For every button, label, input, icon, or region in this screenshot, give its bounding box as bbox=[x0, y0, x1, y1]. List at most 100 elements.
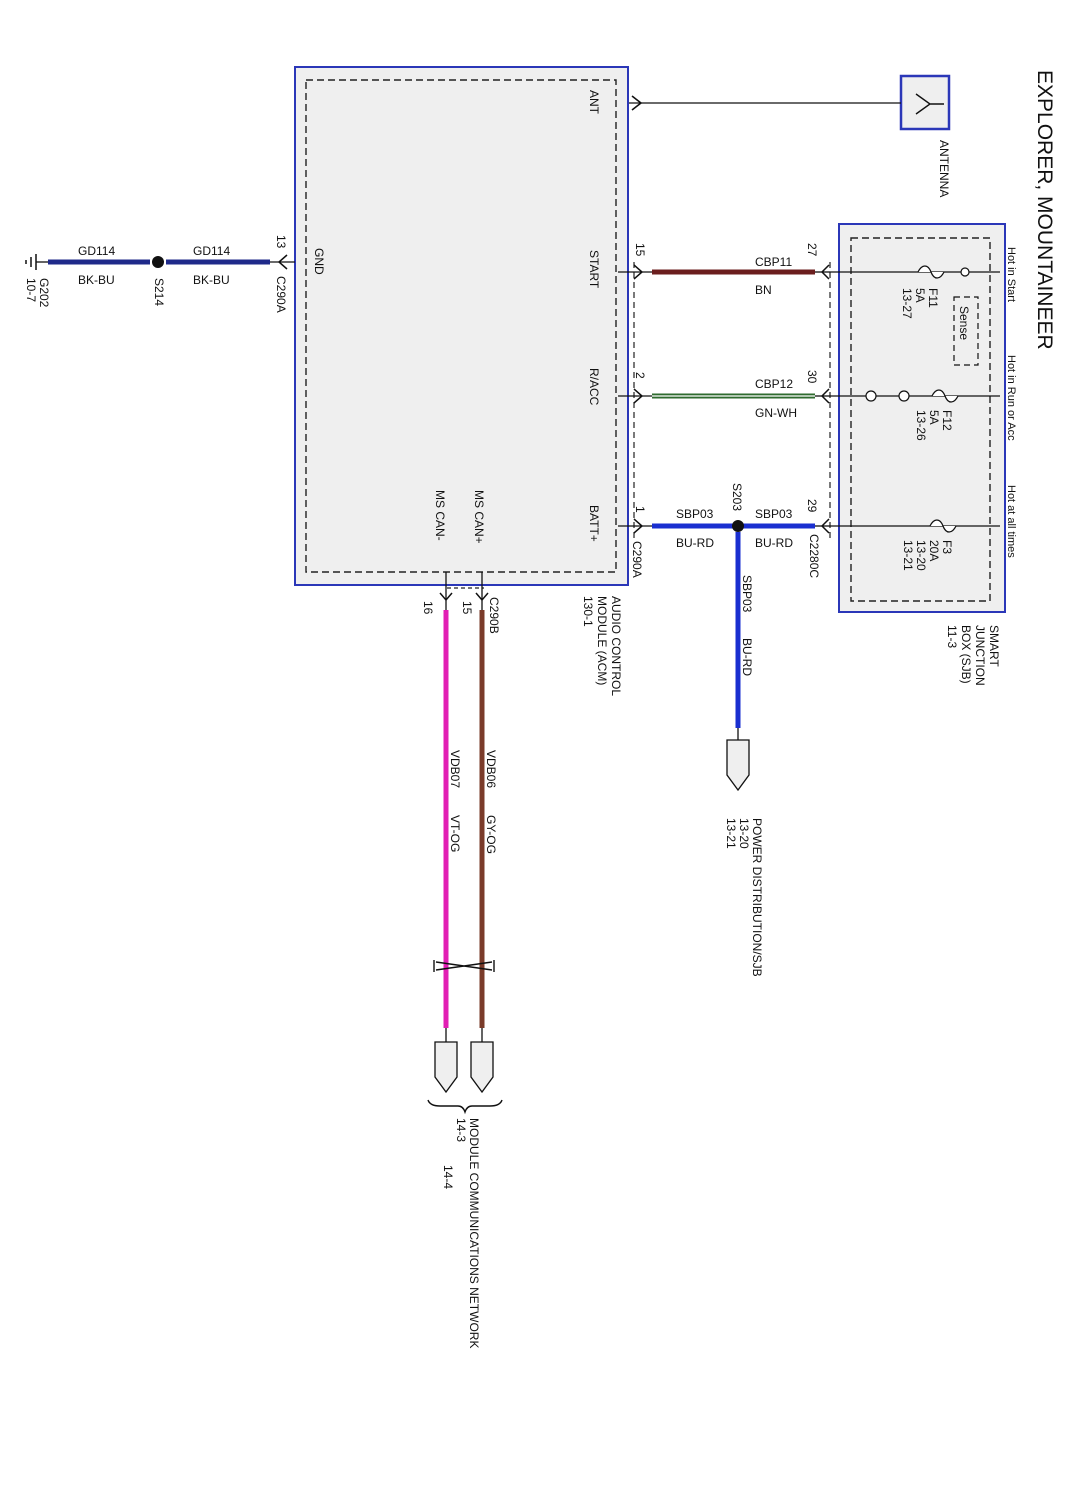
sjb-hot-run-acc: Hot in Run or Acc bbox=[1005, 355, 1017, 441]
acm-bottom-connector-label: C290B bbox=[487, 597, 501, 634]
power-distribution-line-2: 13-20 bbox=[737, 818, 751, 849]
gnd-wire-right-color: BK-BU bbox=[193, 273, 230, 287]
can-minus-color: VT-OG bbox=[448, 815, 462, 852]
can-plus-pin: 15 bbox=[460, 601, 474, 615]
sjb-module: Hot in Start Hot in Run or Acc Hot at al… bbox=[838, 223, 1017, 686]
acm-name-line-3: 130-1 bbox=[581, 596, 595, 627]
acm-module: ANT START R/ACC BATT+ GND MS CAN+ MS CAN… bbox=[294, 66, 629, 696]
start-wire-circuit: CBP11 bbox=[755, 255, 792, 269]
fuse-f12-icon bbox=[931, 389, 959, 403]
power-distribution-line-1: POWER DISTRIBUTION/SJB bbox=[750, 818, 764, 977]
fuse-f12-line-3: 13-26 bbox=[914, 410, 928, 441]
fuse-f3-line-1: F3 bbox=[940, 540, 954, 554]
racc-wire-circuit: CBP12 bbox=[755, 377, 793, 391]
gnd-connector-label: C290A bbox=[274, 276, 288, 313]
fuse-f11-line-1: F11 bbox=[926, 288, 940, 308]
fuse-f12-line-1: F12 bbox=[940, 410, 954, 431]
can-minus-circuit: VDB07 bbox=[448, 750, 462, 788]
sense-box bbox=[953, 296, 979, 366]
module-comm-line-1: MODULE COMMUNICATIONS NETWORK bbox=[467, 1118, 481, 1348]
gnd-wire-left-color: BK-BU bbox=[78, 273, 115, 287]
acm-box bbox=[294, 66, 629, 586]
splice-s214-label: S214 bbox=[152, 278, 166, 306]
batt-wire-left-circuit: SBP03 bbox=[676, 507, 714, 521]
batt-wire-right-circuit: SBP03 bbox=[755, 507, 793, 521]
batt-wire-right-color: BU-RD bbox=[755, 536, 793, 550]
sjb-name-line-4: 11-3 bbox=[945, 625, 959, 648]
fuse-f12-line-2: 5A bbox=[927, 410, 941, 425]
start-sjb-connector-icon bbox=[820, 264, 830, 280]
power-distribution-arrow-icon bbox=[726, 739, 750, 792]
antenna-label: ANTENNA bbox=[937, 140, 951, 197]
sjb-hot-start: Hot in Start bbox=[1005, 247, 1017, 302]
racc-node-2-icon bbox=[898, 390, 910, 402]
page-title: EXPLORER, MOUNTAINEER bbox=[1033, 70, 1056, 350]
sjb-connector-label: C2280C bbox=[807, 534, 821, 578]
power-branch-circuit: SBP03 bbox=[740, 575, 754, 613]
gnd-wire-left-circuit: GD114 bbox=[78, 244, 115, 258]
gnd-acm-pin: 13 bbox=[274, 235, 288, 249]
module-comm-brace-icon bbox=[427, 1099, 503, 1115]
sjb-name-line-2: JUNCTION bbox=[973, 625, 987, 686]
acm-right-connector-label: C290A bbox=[630, 541, 644, 578]
ant-connector-icon bbox=[631, 95, 643, 111]
racc-wire-color: GN-WH bbox=[755, 406, 797, 420]
batt-acm-connector-icon bbox=[633, 518, 644, 534]
acm-pin-ms-can-minus: MS CAN- bbox=[433, 490, 447, 541]
fuse-f3-icon bbox=[929, 519, 957, 533]
splice-s203 bbox=[732, 520, 744, 532]
power-distribution-line-3: 13-21 bbox=[724, 818, 738, 849]
can-plus-color: GY-OG bbox=[484, 815, 498, 854]
ground-g202-line-1: G202 bbox=[37, 278, 51, 308]
sense-switch-icon bbox=[960, 267, 970, 277]
gnd-wire-right-circuit: GD114 bbox=[193, 244, 230, 258]
antenna: ANTENNA bbox=[899, 74, 951, 197]
start-sjb-pin: 27 bbox=[805, 243, 819, 257]
splice-s203-label: S203 bbox=[730, 483, 744, 511]
start-acm-connector-icon bbox=[633, 264, 644, 280]
power-branch-color: BU-RD bbox=[740, 638, 754, 676]
sense-label: Sense bbox=[957, 306, 971, 340]
can-plus-arrow-icon bbox=[470, 1041, 494, 1094]
can-minus-connector-icon bbox=[439, 592, 453, 602]
sjb-name-line-1: SMART bbox=[987, 625, 1001, 667]
module-comm-line-3: 14-4 bbox=[441, 1165, 455, 1189]
module-comm-line-2: 14-3 bbox=[454, 1118, 468, 1142]
fuse-f11-line-2: 5A bbox=[913, 288, 927, 303]
batt-sjb-connector-icon bbox=[820, 518, 830, 534]
acm-inner bbox=[305, 79, 617, 573]
antenna-box bbox=[899, 74, 951, 131]
batt-acm-pin: 1 bbox=[633, 506, 647, 513]
batt-sjb-pin: 29 bbox=[805, 499, 819, 513]
acm-pin-batt: BATT+ bbox=[587, 505, 601, 542]
antenna-icon bbox=[915, 93, 944, 115]
fuse-f3-line-2: 20A bbox=[927, 540, 941, 561]
acm-name-line-1: AUDIO CONTROL bbox=[609, 596, 623, 696]
acm-pin-ant: ANT bbox=[587, 90, 601, 115]
fuse-f3-line-4: 13-21 bbox=[901, 540, 915, 571]
batt-wire-left-color: BU-RD bbox=[676, 536, 714, 550]
can-minus-arrow-icon bbox=[434, 1041, 458, 1094]
acm-name-line-2: MODULE (ACM) bbox=[595, 596, 609, 685]
racc-acm-connector-icon bbox=[633, 388, 644, 404]
ground-g202-line-2: 10-7 bbox=[24, 278, 38, 302]
ground-symbol-icon bbox=[25, 254, 37, 270]
racc-acm-pin: 2 bbox=[633, 372, 647, 379]
racc-sjb-connector-icon bbox=[820, 388, 830, 404]
sjb-name-line-3: BOX (SJB) bbox=[959, 625, 973, 684]
acm-pin-racc: R/ACC bbox=[587, 368, 601, 406]
sjb-hot-all-times: Hot at all times bbox=[1005, 485, 1017, 558]
sjb-box bbox=[838, 223, 1006, 613]
fuse-f3-line-3: 13-20 bbox=[914, 540, 928, 571]
fuse-f11-line-3: 13-27 bbox=[900, 288, 914, 319]
gnd-acm-connector-icon bbox=[277, 254, 288, 270]
fuse-f11-icon bbox=[917, 265, 945, 279]
splice-s214 bbox=[152, 256, 164, 268]
can-plus-connector-icon bbox=[475, 592, 489, 602]
racc-node-1-icon bbox=[865, 390, 877, 402]
start-wire-color: BN bbox=[755, 283, 772, 297]
start-acm-pin: 15 bbox=[633, 243, 647, 257]
can-plus-circuit: VDB06 bbox=[484, 750, 498, 788]
acm-pin-start: START bbox=[587, 250, 601, 289]
